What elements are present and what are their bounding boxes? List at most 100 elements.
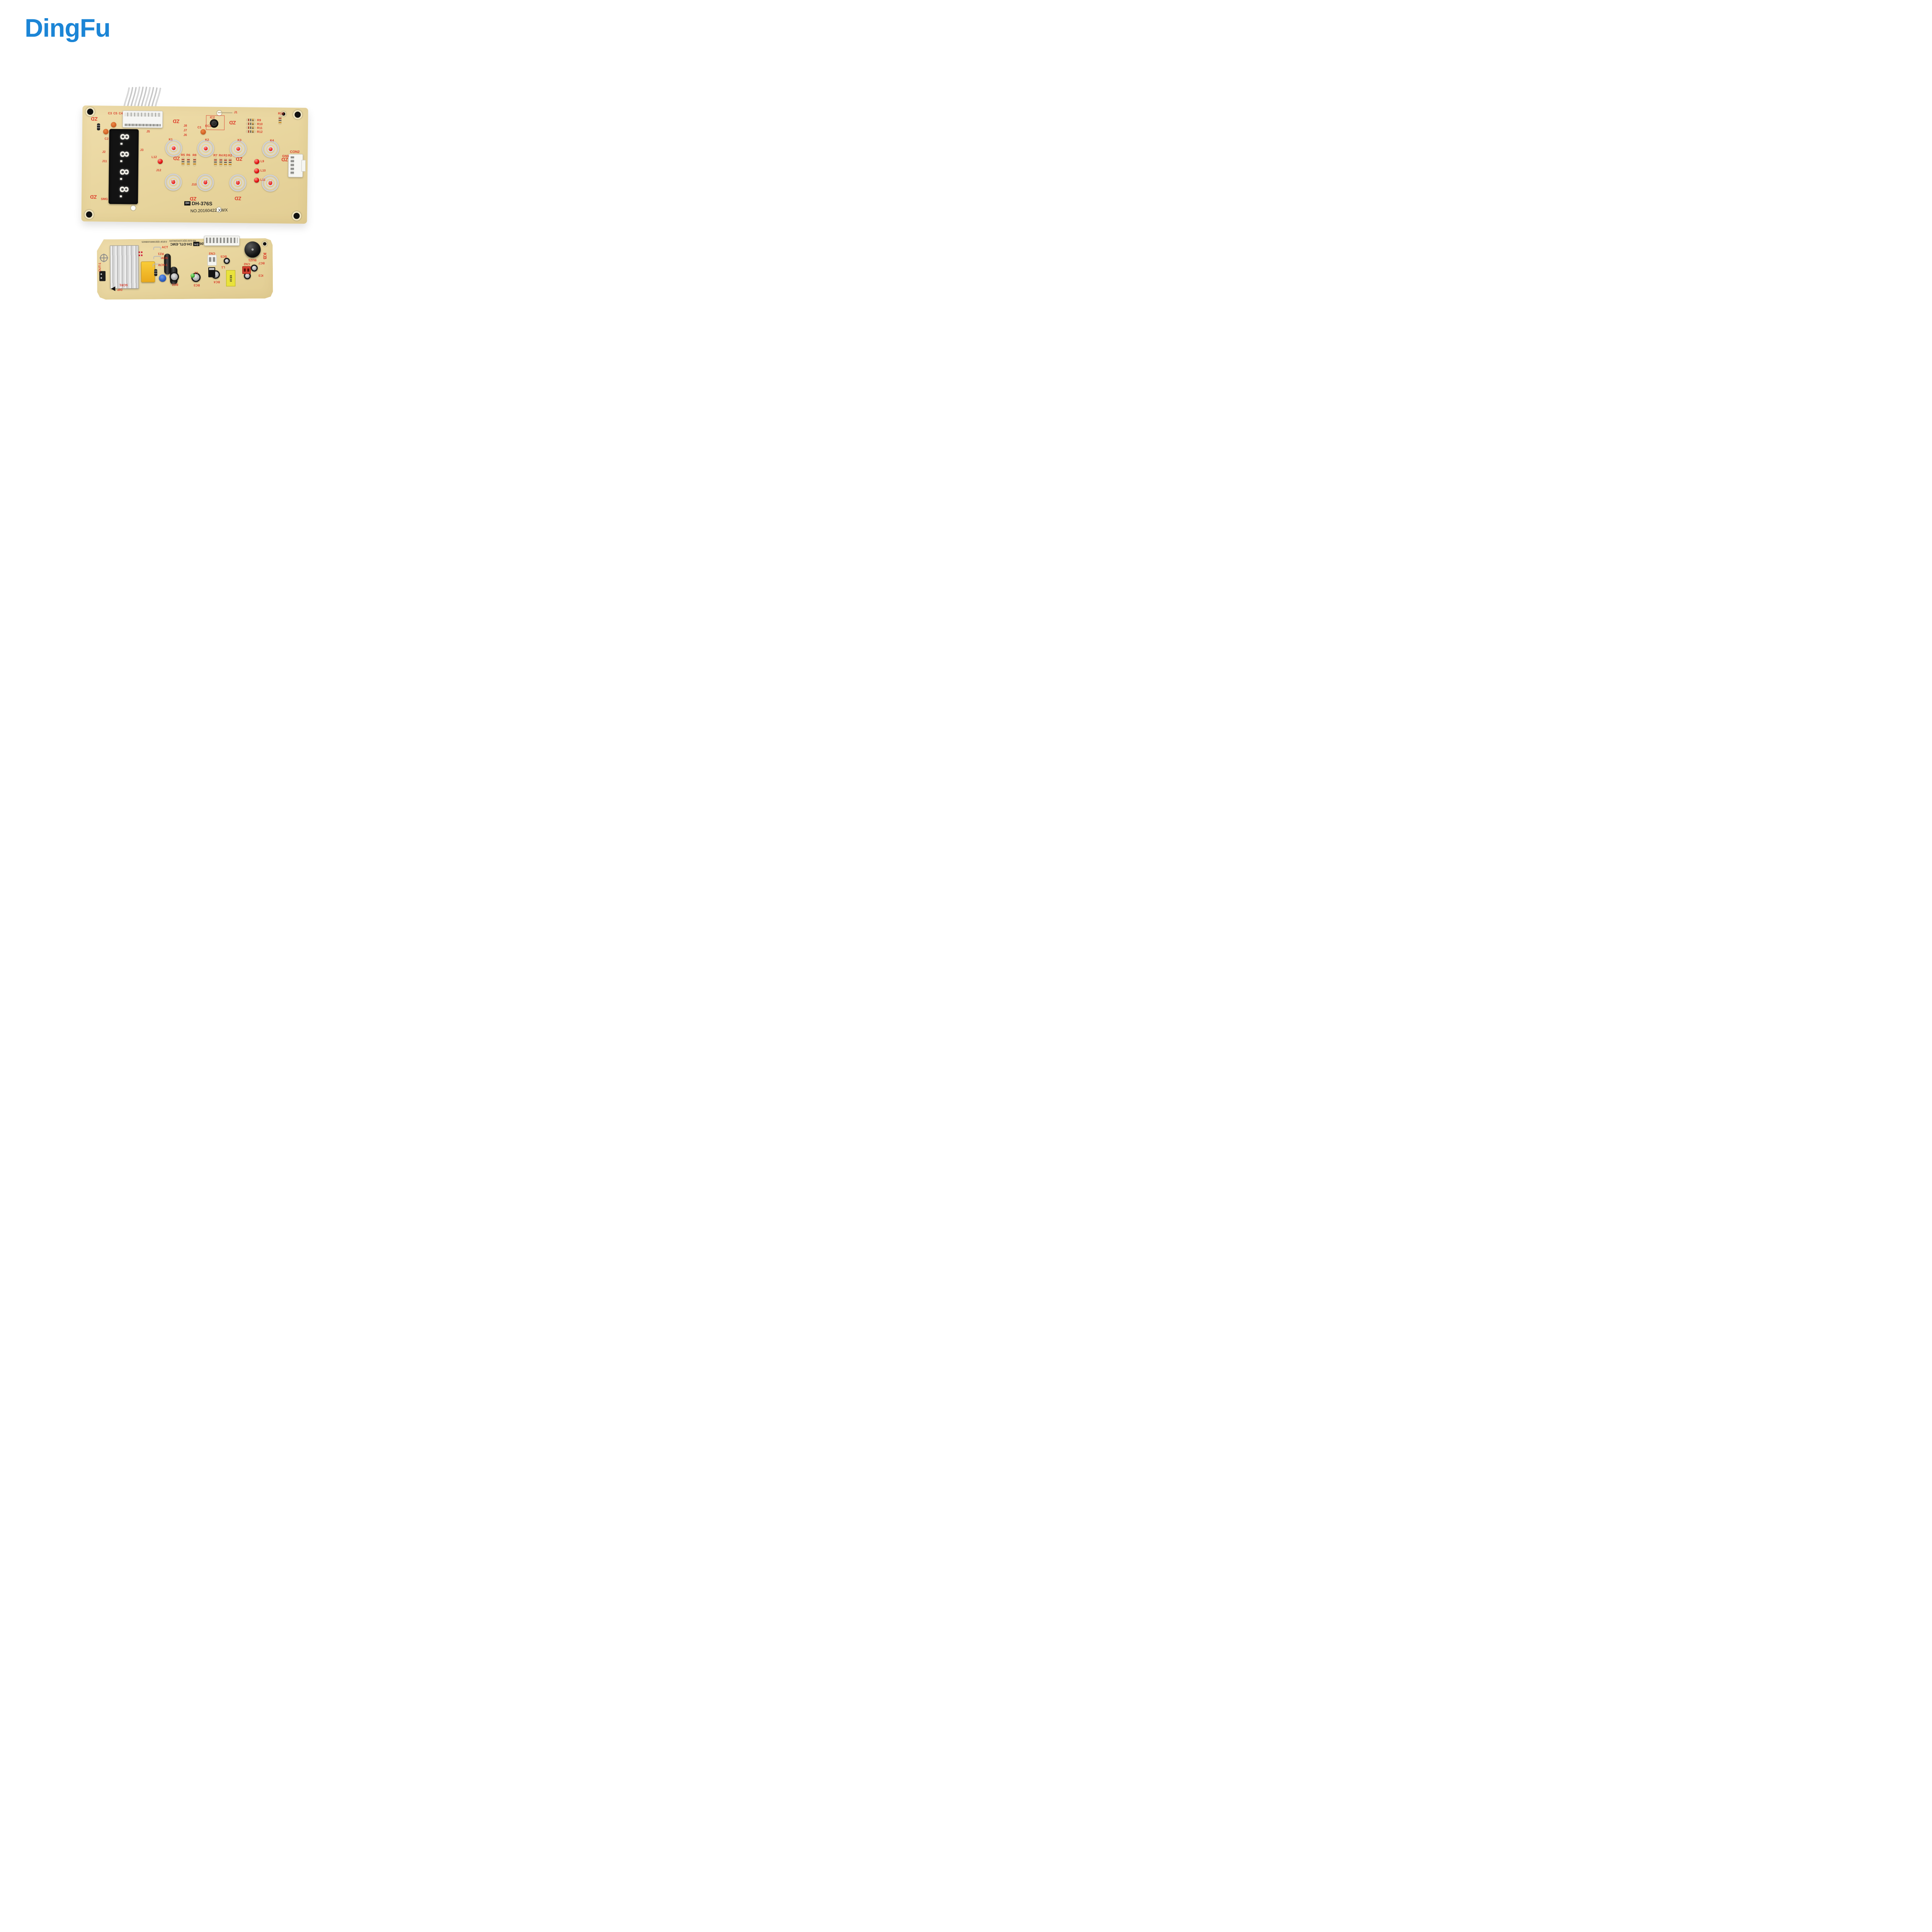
kb-mark: KB bbox=[262, 252, 268, 260]
buzzer bbox=[245, 242, 261, 258]
ref-label: DIP bbox=[117, 288, 122, 292]
model-number: DH-376S bbox=[191, 200, 213, 207]
ceramic-cap bbox=[103, 129, 109, 134]
ref-label: BC7 bbox=[258, 261, 265, 265]
ref-label: R3 bbox=[223, 153, 228, 157]
resistor bbox=[214, 158, 217, 167]
smd-resistor bbox=[139, 255, 143, 256]
ref-label: RZ1 bbox=[158, 252, 164, 256]
smd-resistor bbox=[139, 252, 143, 253]
led-spring bbox=[262, 140, 279, 158]
ref-label: R7 bbox=[213, 153, 218, 157]
display-pcb: 8. 8. 8. 8. SMG bbox=[81, 105, 308, 224]
ref-label: BC2 bbox=[172, 283, 179, 287]
resistor bbox=[246, 119, 256, 121]
product-photo: DingFu bbox=[0, 0, 396, 396]
ref-label: K2 bbox=[205, 138, 209, 142]
ref-label: CN2 bbox=[243, 262, 250, 266]
ref-label: L8 bbox=[171, 179, 175, 183]
ref-label: L7 bbox=[204, 180, 207, 184]
zd-mark: ZD bbox=[236, 156, 243, 162]
ref-label: K4 bbox=[270, 139, 274, 143]
ribbon-connector bbox=[122, 111, 163, 128]
ref-label: R2 bbox=[228, 153, 232, 158]
ref-label: BC3 bbox=[194, 283, 200, 287]
resistor bbox=[228, 158, 232, 167]
dip-triangle bbox=[111, 286, 115, 291]
mount-hole bbox=[84, 210, 94, 219]
cn2-connector bbox=[242, 266, 251, 274]
ref-label: L1 bbox=[221, 265, 225, 269]
resistor bbox=[224, 158, 227, 167]
power-pcb: EE10 ACT ACN ACN-1 OUT-1 SCR1 DIP RZ1 BC… bbox=[97, 238, 273, 299]
ref-label: BC5 bbox=[220, 255, 227, 259]
ref-label: C5 bbox=[113, 111, 117, 115]
ref-label: SCR1 bbox=[119, 283, 128, 287]
ref-label: ACT bbox=[162, 245, 168, 249]
model-line: DH DH-376S bbox=[184, 201, 213, 206]
blue-capacitor bbox=[159, 274, 166, 282]
electrolytic-cap bbox=[224, 258, 230, 264]
ref-label: R6 bbox=[186, 153, 190, 157]
fiducial-mark bbox=[100, 254, 108, 262]
ref-label: CN3 bbox=[209, 252, 215, 255]
ref-label: J5 bbox=[146, 129, 150, 133]
zd-mark: ZD bbox=[281, 156, 288, 163]
ref-label: L11 bbox=[260, 178, 265, 182]
ref-label: L9 bbox=[260, 159, 264, 163]
zd-mark: ZD bbox=[90, 194, 97, 200]
resistor bbox=[246, 122, 256, 125]
mount-hole bbox=[293, 110, 303, 119]
ref-label: J1 bbox=[234, 111, 238, 114]
red-led-l12 bbox=[158, 158, 163, 164]
ref-label: EC2 bbox=[205, 124, 211, 128]
ref-label: J6 bbox=[183, 133, 187, 137]
ref-label: R10 bbox=[257, 122, 263, 126]
resistor bbox=[181, 157, 185, 166]
cn3-connector bbox=[207, 255, 217, 265]
ref-label: J7 bbox=[183, 128, 187, 132]
zd-mark: ZD bbox=[91, 116, 98, 122]
ref-label: J2 bbox=[102, 150, 106, 154]
ref-label: J11 bbox=[102, 159, 107, 163]
red-led bbox=[203, 146, 209, 151]
ref-label: R4 bbox=[219, 153, 223, 157]
ceramic-cap bbox=[200, 129, 206, 135]
ref-label: OUT-1 bbox=[98, 262, 102, 272]
con2-label: CON2 bbox=[290, 150, 300, 154]
mount-hole bbox=[262, 242, 267, 247]
ref-label: J8 bbox=[184, 124, 187, 128]
display-digit: 8. bbox=[117, 151, 131, 165]
ref-label: L2 bbox=[194, 271, 198, 275]
brand-logo: DingFu bbox=[25, 14, 111, 42]
ref-label: BC4 bbox=[214, 280, 220, 284]
unplated-hole bbox=[130, 205, 136, 211]
electrolytic-cap bbox=[251, 265, 258, 272]
zd-mark: ZD bbox=[173, 118, 180, 124]
display-digit: 8. bbox=[117, 186, 131, 200]
serial-number: NO.20160422 XWX bbox=[190, 208, 228, 214]
display-digit: 8. bbox=[117, 133, 131, 148]
dh-logo: DH bbox=[184, 201, 191, 206]
ref-label: K3 bbox=[237, 138, 242, 142]
diode bbox=[154, 269, 157, 276]
smg-label: SMG bbox=[101, 197, 108, 201]
led-spring bbox=[165, 139, 182, 157]
ref-label: R13 bbox=[278, 112, 284, 116]
jumper-wire bbox=[153, 247, 161, 250]
electrolytic-cap bbox=[170, 272, 179, 281]
zd-mark: ZD bbox=[173, 155, 180, 162]
zd-mark: ZD bbox=[235, 196, 242, 202]
led-spring bbox=[230, 140, 247, 158]
ee10-transformer: EE10 bbox=[226, 270, 235, 286]
via-dot bbox=[252, 128, 254, 129]
ref-label: R12 bbox=[257, 130, 263, 134]
con2-connector bbox=[288, 154, 303, 177]
via-dot bbox=[252, 131, 253, 133]
model-line: DH DH-DTL-EMC bbox=[170, 242, 200, 247]
display-digit: 8. bbox=[117, 168, 131, 183]
ref-label: ACN-1 bbox=[158, 263, 168, 267]
ref-label: R9 bbox=[257, 118, 261, 122]
ref-label: J3 bbox=[140, 148, 144, 152]
resistor bbox=[279, 116, 282, 125]
